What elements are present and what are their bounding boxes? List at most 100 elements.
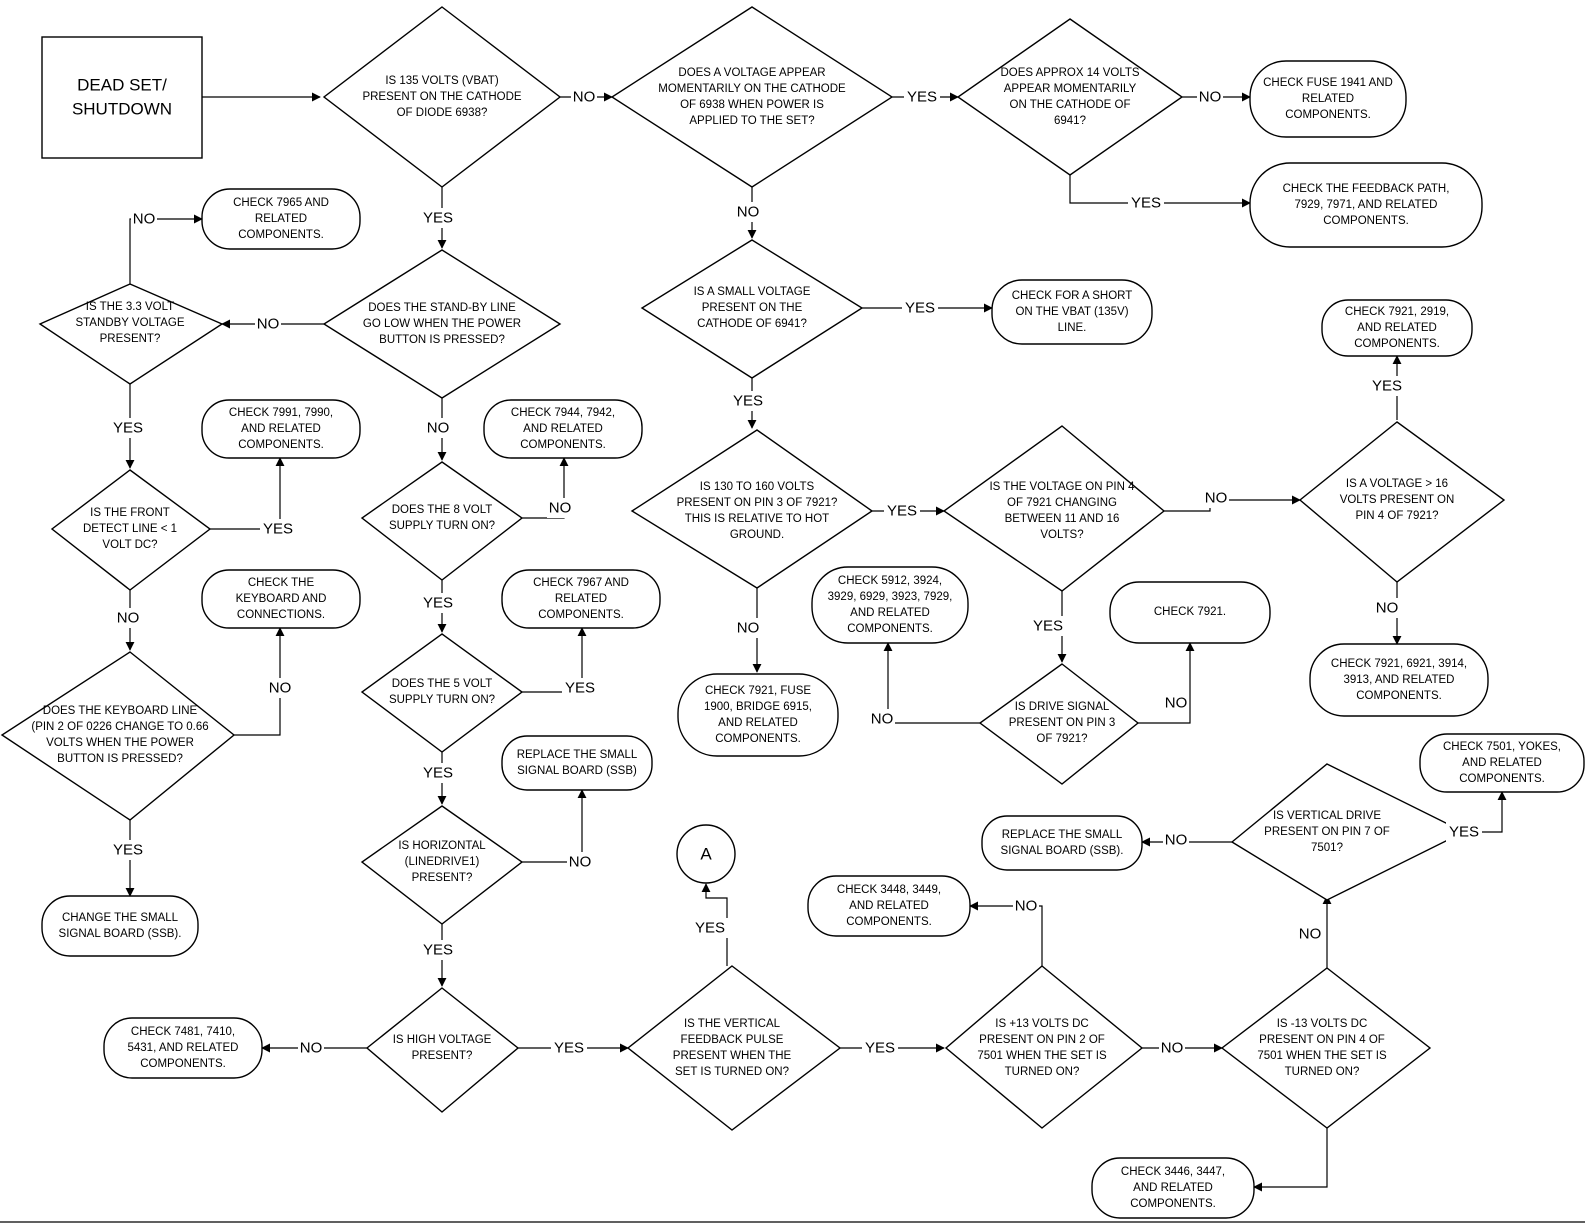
- node-text-line: PRESENT ON PIN 7 OF: [1264, 826, 1390, 838]
- node-text-line: IS THE 3.3 VOLT: [86, 301, 174, 313]
- action-box: [677, 673, 839, 757]
- edge-label-yes: YES: [695, 920, 725, 937]
- node-text-line: 3913, AND RELATED: [1343, 674, 1454, 686]
- edge-label-bg: [1446, 822, 1482, 842]
- decision-diamond: [942, 425, 1166, 592]
- edge-label-yes: YES: [263, 521, 293, 538]
- node-text-line: 7929, 7971, AND RELATED: [1295, 199, 1438, 211]
- node-text-line: VOLTS PRESENT ON: [1340, 494, 1455, 506]
- edge-label-yes: YES: [1372, 378, 1402, 395]
- node-text-b-7921: CHECK 7921.: [1154, 606, 1226, 618]
- action-box: [41, 895, 199, 957]
- node-text-line: CHECK 7921, 6921, 3914,: [1331, 658, 1467, 670]
- node-text-b-3446: CHECK 3446, 3447, AND RELATED COMPONENTS.: [1121, 1166, 1225, 1210]
- node-text-line: CHECK 7921, FUSE: [705, 685, 811, 697]
- action-box: [201, 188, 361, 250]
- node-text-line: DEAD SET/: [77, 76, 167, 95]
- edge-label-bg: [1128, 193, 1164, 213]
- action-box: [807, 875, 971, 937]
- node-text-line: COMPONENTS.: [1356, 690, 1442, 702]
- edge-label-yes: YES: [423, 942, 453, 959]
- edge-label-bg: [562, 678, 598, 698]
- node-text-line: 7501?: [1311, 842, 1343, 854]
- node-text-line: CHECK 7967 AND: [533, 577, 629, 589]
- edge-label-bg: [110, 840, 146, 860]
- edge-label-bg: [884, 501, 920, 521]
- edge-label-yes: YES: [733, 393, 763, 410]
- node-text-line: COMPONENTS.: [1130, 1198, 1216, 1210]
- edge-label-bg: [730, 391, 766, 411]
- edge-label-yes: YES: [907, 89, 937, 106]
- node-text-line: CONNECTIONS.: [237, 609, 325, 621]
- edge-label-bg: [420, 208, 456, 228]
- decision-diamond: [630, 429, 874, 589]
- decision-diamond: [38, 283, 224, 385]
- node-text-line: OF 7921?: [1036, 733, 1087, 745]
- decision-diamond: [1230, 763, 1466, 901]
- node-text-line: CHECK FUSE 1941 AND: [1263, 77, 1393, 89]
- node-text-line: DOES THE KEYBOARD LINE: [43, 705, 198, 717]
- node-text-line: IS A VOLTAGE > 16: [1346, 478, 1448, 490]
- edge-label-no: NO: [737, 620, 760, 637]
- action-box: [501, 569, 661, 629]
- node-text-line: CHECK 7481, 7410,: [131, 1026, 235, 1038]
- node-text-line: PRESENT ON PIN 3: [1009, 717, 1116, 729]
- edge-label-yes: YES: [565, 680, 595, 697]
- edge-label-yes: YES: [113, 842, 143, 859]
- node-text-line: CHECK 3446, 3447,: [1121, 1166, 1225, 1178]
- node-text-line: 1900, BRIDGE 6915,: [704, 701, 812, 713]
- edge-label-bg: [1369, 376, 1405, 396]
- action-box: [201, 399, 361, 459]
- action-box: [1091, 1157, 1255, 1219]
- node-text-b-5912: CHECK 5912, 3924,3929, 6929, 3923, 7929,…: [828, 575, 953, 635]
- edge-label-bg: [571, 87, 597, 107]
- node-text-line: LINE.: [1058, 322, 1087, 334]
- edge-label-bg: [567, 852, 593, 872]
- node-text-line: RELATED: [1302, 93, 1354, 105]
- node-text-line: COMPONENTS.: [1459, 773, 1545, 785]
- node-text-start: DEAD SET/SHUTDOWN: [72, 76, 172, 119]
- node-text-line: DOES A VOLTAGE APPEAR: [678, 67, 825, 79]
- start-box: [41, 36, 203, 159]
- action-box: [1419, 733, 1585, 793]
- decision-diamond: [610, 6, 894, 188]
- node-text-line: AND RELATED: [523, 423, 603, 435]
- edge-label-no: NO: [257, 316, 280, 333]
- node-text-line: REPLACE THE SMALL: [1002, 829, 1123, 841]
- node-text-line: IS 135 VOLTS (VBAT): [385, 75, 499, 87]
- edge-label-no: NO: [427, 420, 450, 437]
- edge-label-yes: YES: [1449, 824, 1479, 841]
- node-text-line: AND RELATED: [1462, 757, 1542, 769]
- node-text-line: AND RELATED: [1133, 1182, 1213, 1194]
- edge-label-no: NO: [573, 89, 596, 106]
- decision-diamond: [640, 239, 864, 379]
- edge-label-bg: [1159, 1038, 1185, 1058]
- edge-label-bg: [1013, 896, 1039, 916]
- action-box: [1249, 60, 1407, 138]
- node-texts: DEAD SET/SHUTDOWN IS 135 VOLTS (VBAT) PRES…: [31, 67, 1561, 1210]
- node-text-line: (PIN 2 OF 0226 CHANGE TO 0.66: [31, 721, 208, 733]
- node-text-d-vdrive: IS VERTICAL DRIVE PRESENT ON PIN 7 OF 7501…: [1264, 810, 1390, 854]
- node-text-line: IS VERTICAL DRIVE: [1273, 810, 1381, 822]
- edge-label-no: NO: [1015, 898, 1038, 915]
- edge-label-no: NO: [300, 1040, 323, 1057]
- node-text-line: AND RELATED: [1357, 322, 1437, 334]
- node-text-line: IS THE FRONT: [90, 507, 170, 519]
- node-text-line: STANDBY VOLTAGE: [75, 317, 184, 329]
- node-text-line: COMPONENTS.: [715, 733, 801, 745]
- node-text-line: APPLIED TO THE SET?: [689, 115, 814, 127]
- edge-label-bg: [425, 418, 451, 438]
- node-text-line: GO LOW WHEN THE POWER: [363, 318, 521, 330]
- edge-label-bg: [255, 314, 281, 334]
- node-text-line: IS HIGH VOLTAGE: [393, 1034, 492, 1046]
- edge-label-bg: [735, 202, 761, 222]
- node-text-line: PIN 4 OF 7921?: [1355, 510, 1438, 522]
- node-text-line: DETECT LINE < 1: [83, 523, 177, 535]
- node-text-line: CHECK THE FEEDBACK PATH,: [1283, 183, 1450, 195]
